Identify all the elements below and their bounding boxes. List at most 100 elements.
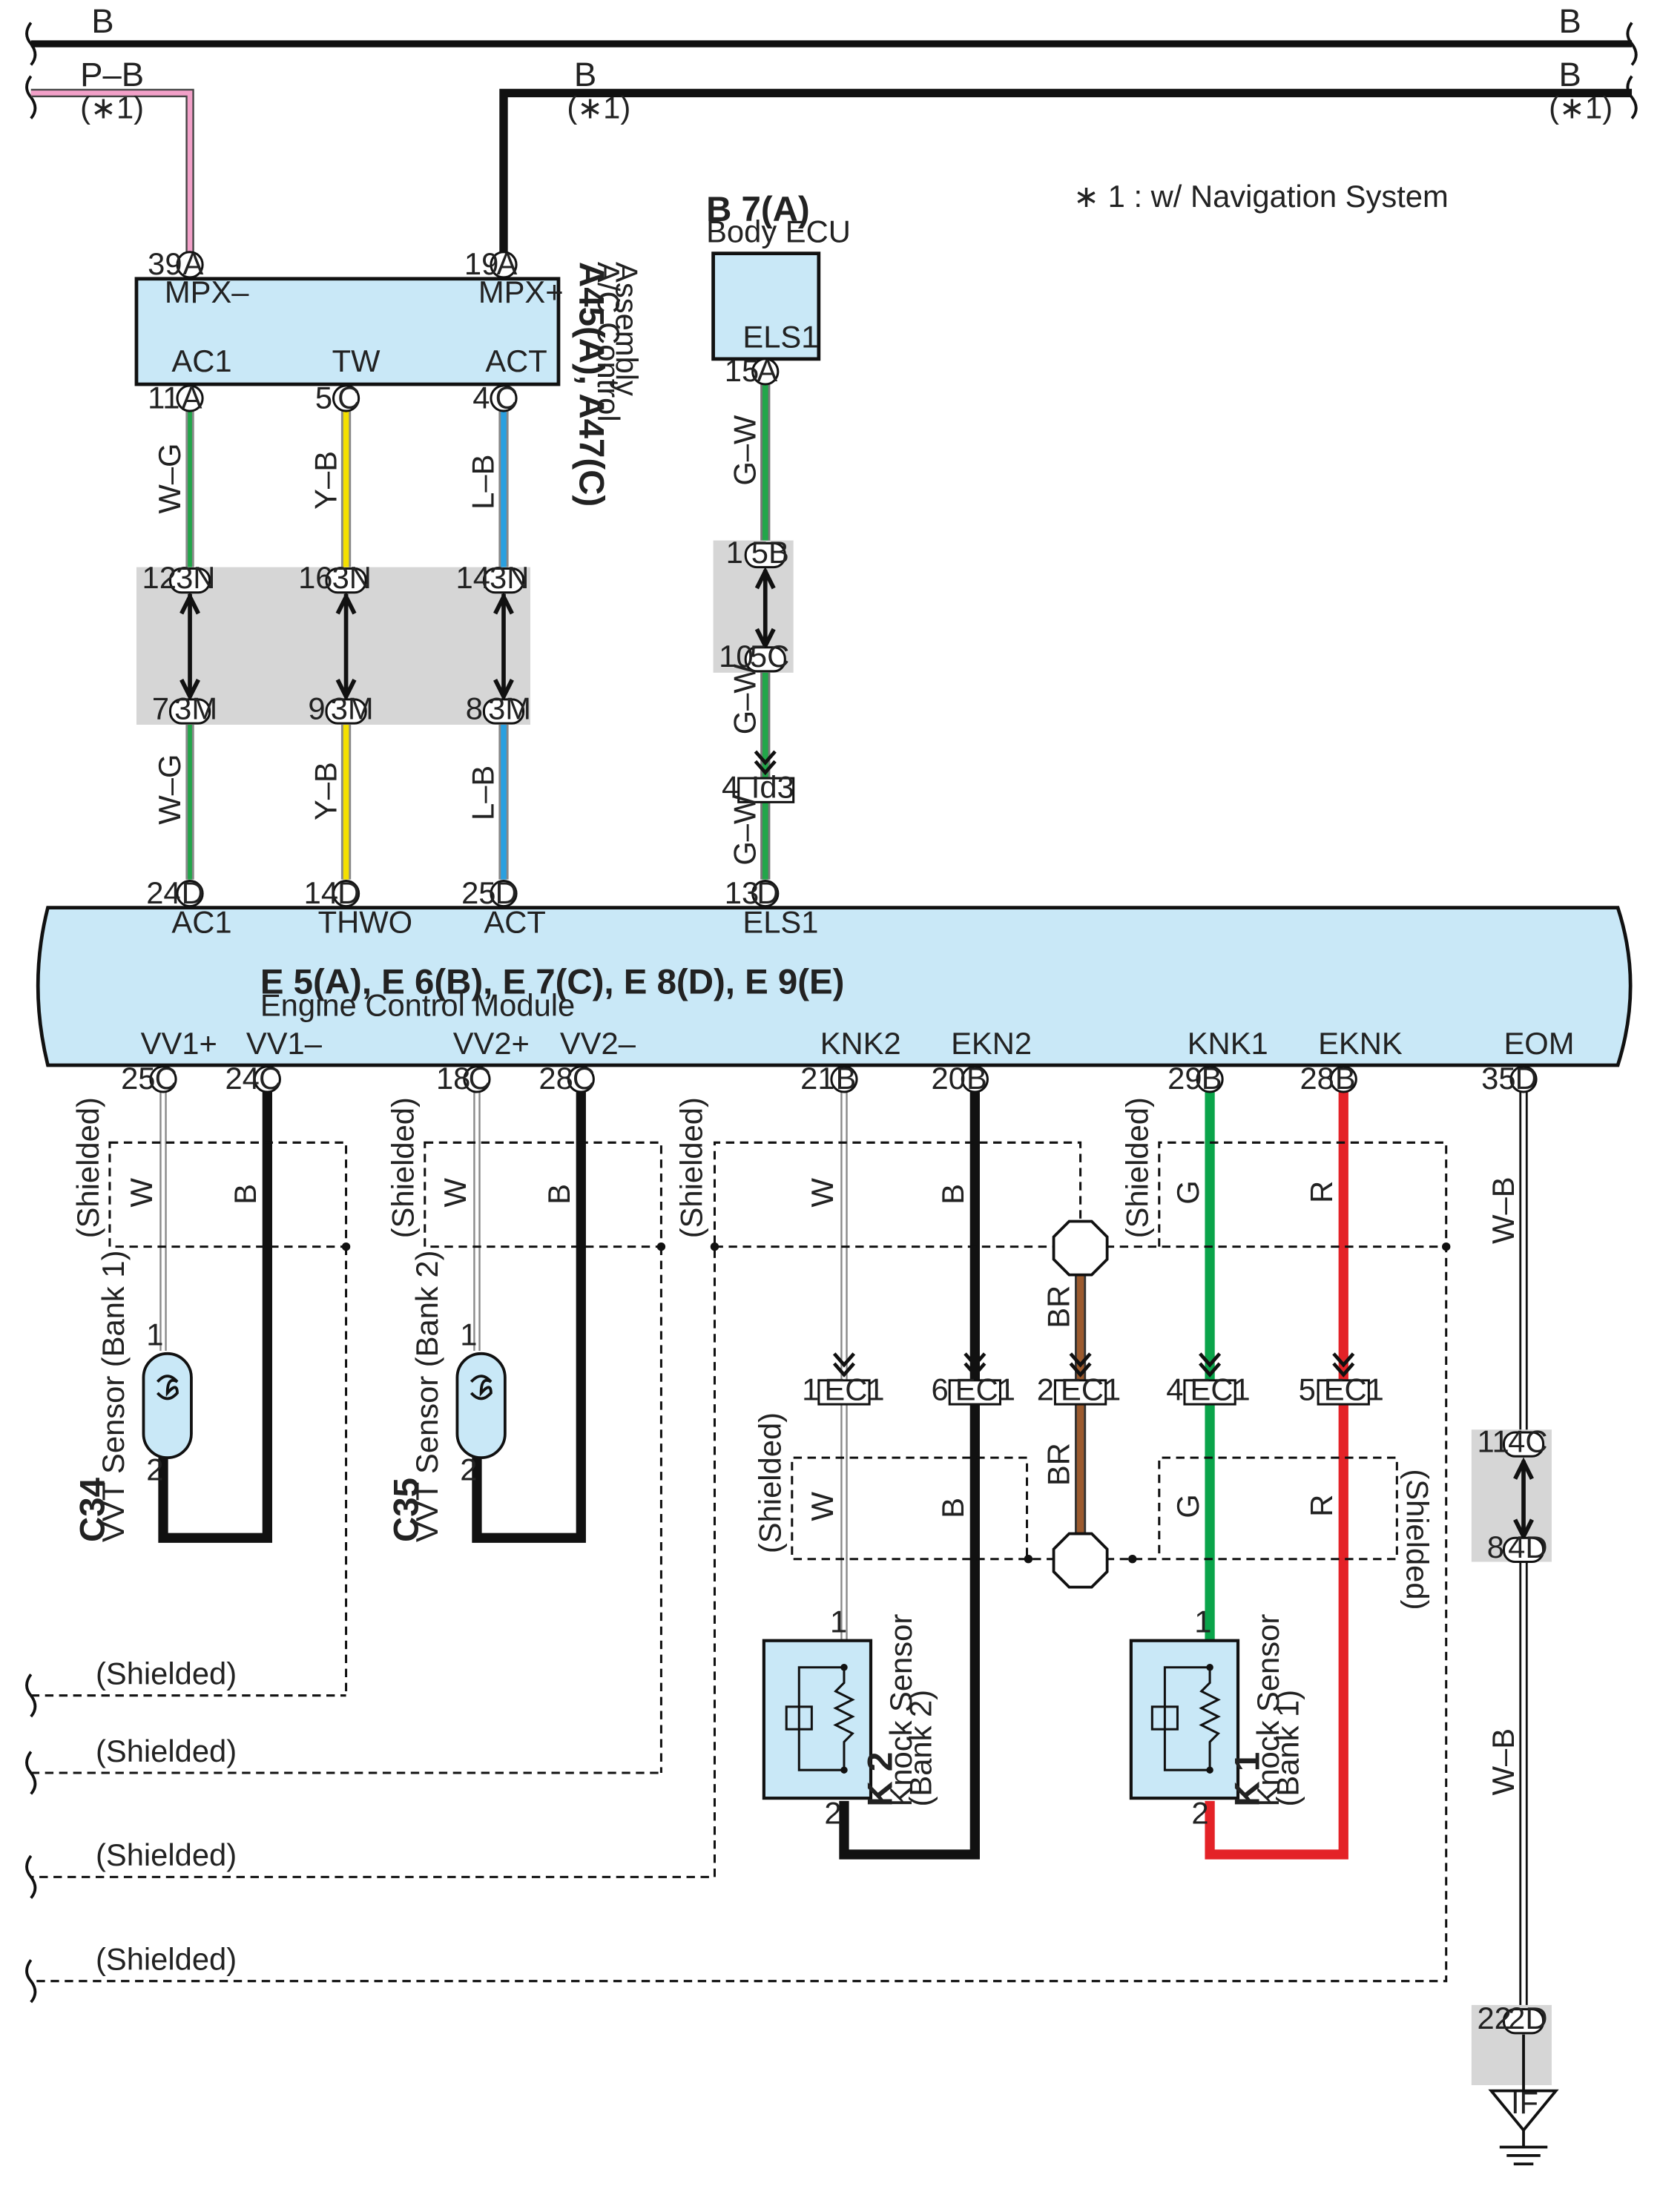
ecm-bp6-num: 20 [932, 1061, 966, 1096]
knock-sensor-bank1: 1 2 K 1 Knock Sensor (Bank 1) [1129, 1604, 1305, 1830]
id3-num: 4 [722, 770, 739, 805]
ecm-vv2m-label: VV2– [560, 1026, 636, 1061]
wire-gw-1: G–W [727, 415, 762, 486]
ac-act-num: 4 [472, 380, 490, 415]
ecm-bp4-conn: C [573, 1061, 595, 1096]
k1-name: Knock Sensor [1251, 1614, 1285, 1807]
ac-act-conn: C [495, 380, 518, 415]
ecm-top-pin-3-num: 25 [461, 875, 495, 910]
k2-pin2: 2 [824, 1795, 841, 1830]
k2-wire-b: B [935, 1184, 970, 1205]
k2-bank: (Bank 2) [903, 1690, 938, 1807]
ecm-ekn2-label: EKN2 [951, 1026, 1032, 1061]
vvt-sensor-bank1: 1 2 C34 VVT Sensor (Bank 1) [73, 1251, 193, 1542]
ecm-bp7-conn: B [1202, 1061, 1222, 1096]
j3m-3-label: 3M [488, 691, 531, 725]
br-wire-1: BR [1041, 1286, 1076, 1329]
vvt1-wire-w: W [124, 1178, 159, 1208]
ec1-3-num: 2 [1037, 1372, 1054, 1406]
top-wire-left-label: B [91, 2, 113, 40]
ac-pin-mpxm-label: MPX– [165, 274, 249, 309]
vvt2-pin2: 2 [460, 1452, 477, 1487]
ac-tw-num: 5 [315, 380, 332, 415]
ecm-bp9-conn: D [1515, 1061, 1538, 1096]
j3m-2-label: 3M [331, 691, 374, 725]
ecm-knk2-label: KNK2 [820, 1026, 901, 1061]
body-ecu-pin-num: 15 [725, 353, 759, 388]
wire-lb-1: L–B [466, 455, 501, 510]
j3m-2-num: 9 [308, 691, 325, 725]
vvt2-name: VVT Sensor (Bank 2) [409, 1251, 444, 1542]
ecm-bp3-conn: C [469, 1061, 491, 1096]
ec1-5-label: EC1 [1324, 1372, 1384, 1406]
ecm-bp8-conn: B [1335, 1061, 1356, 1096]
j3n-1-num: 12 [142, 560, 177, 595]
k2-wire-w: W [805, 1178, 840, 1208]
ec1-5-num: 5 [1299, 1372, 1316, 1406]
j3n-3-label: 3N [490, 560, 529, 595]
b-wire-note: (∗1) [567, 90, 630, 125]
k2-name: Knock Sensor [883, 1614, 918, 1807]
shield-vert-3: (Shielded) [673, 1097, 708, 1238]
br-wire-2: BR [1041, 1443, 1076, 1486]
j5c-num: 10 [719, 639, 753, 674]
shield-label-2: (Shielded) [96, 1734, 237, 1768]
eom-ground-path: 4C 11 4D 8 2D 22 IF [1471, 1424, 1559, 2166]
vvt2-pin1: 1 [460, 1317, 477, 1352]
ac-control-name-1: A/C Control [591, 262, 626, 422]
vvt1-wire-b: B [228, 1184, 263, 1205]
ecm-top-pin-2-num: 14 [304, 875, 338, 910]
ecm-eknk-label: EKNK [1318, 1026, 1403, 1061]
ecm-top-pin-4-conn: D [757, 875, 779, 910]
eom-wire-wb-2: W–B [1486, 1728, 1521, 1795]
ecm-top-pin-4-num: 13 [725, 875, 759, 910]
ecm-name: Engine Control Module [260, 988, 575, 1023]
k1-pin1: 1 [1194, 1604, 1211, 1639]
vvt1-name: VVT Sensor (Bank 1) [96, 1251, 131, 1542]
j3n-2-label: 3N [332, 560, 372, 595]
j4c-label: 4C [1508, 1424, 1547, 1459]
ec1-2-label: EC1 [955, 1372, 1015, 1406]
ecm-bp5-num: 21 [800, 1061, 834, 1096]
ac-ecm-wires: A 11 C 5 C 4 W–G Y–B L–B 3N 12 3N 16 3N … [136, 380, 531, 880]
j3n-1-label: 3N [176, 560, 215, 595]
k1-code: K 1 [1228, 1752, 1267, 1807]
k2-code: K 2 [860, 1752, 900, 1807]
ecm-knk1-label: KNK1 [1188, 1026, 1268, 1061]
wire-gw-3: G–W [727, 794, 762, 866]
lower-wiring: C 25 C 24 C 18 C 28 B 21 B 20 B 29 B 28 … [25, 1061, 1538, 2012]
shield-vert-5: (Shielded) [753, 1412, 788, 1553]
ec1-4-num: 4 [1166, 1372, 1183, 1406]
ecm-vv2p-label: VV2+ [453, 1026, 530, 1061]
ecm-code: E 5(A), E 6(B), E 7(C), E 8(D), E 9(E) [260, 962, 845, 1001]
shield-label-4: (Shielded) [96, 1942, 237, 1977]
vvt2-wire-b: B [541, 1184, 576, 1205]
ac-pin-tw-label: TW [332, 343, 381, 378]
ac-pin-ac1-label: AC1 [171, 343, 231, 378]
ac-control-code: A45(A), A47(C) [571, 262, 610, 507]
j4d-num: 8 [1487, 1530, 1504, 1564]
ecm-top-pin-1-num: 24 [146, 875, 180, 910]
body-ecu-pin-label: ELS1 [742, 320, 818, 355]
ac-control-name-2: Assembly [610, 262, 645, 396]
k1-bank: (Bank 1) [1271, 1690, 1305, 1807]
vvt1-pin1: 1 [146, 1317, 163, 1352]
wire-gw-2: G–W [727, 664, 762, 735]
pb-wire-label: P–B [80, 56, 144, 93]
ecm-bp5-conn: B [836, 1061, 857, 1096]
k1-wire-g: G [1170, 1180, 1205, 1204]
j5b-num: 1 [726, 535, 743, 570]
footnote: ∗ 1 : w/ Navigation System [1073, 179, 1449, 214]
ec1-1-num: 1 [802, 1372, 819, 1406]
ground-label: IF [1511, 2085, 1538, 2120]
ecm-top-pin-1-conn: D [182, 875, 204, 910]
k1-wire-r-2: R [1304, 1495, 1339, 1517]
ac-control-assembly: A 39 MPX– A 19 MPX+ AC1 TW ACT A45(A), A… [134, 246, 645, 507]
engine-control-module: E 5(A), E 6(B), E 7(C), E 8(D), E 9(E) E… [36, 875, 1633, 1067]
j2d-num: 22 [1477, 2001, 1511, 2035]
j2d-label: 2D [1508, 2001, 1547, 2035]
ecm-bp7-num: 29 [1167, 1061, 1202, 1096]
body-ecu-pin-conn: A [757, 353, 777, 388]
wire-wg-1: W–G [152, 443, 187, 513]
ecm-top-pin-3-conn: D [495, 875, 518, 910]
